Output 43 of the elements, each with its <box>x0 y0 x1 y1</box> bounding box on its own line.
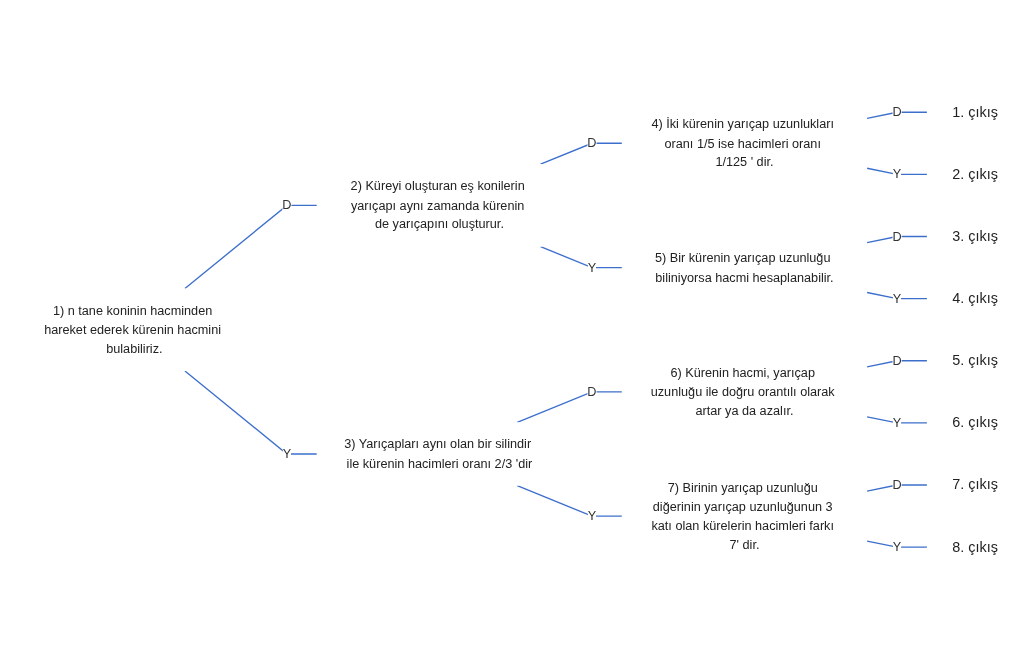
edge-label: D <box>587 135 597 151</box>
edge-label: Y <box>587 260 597 275</box>
connector <box>866 167 928 176</box>
node-text: 1. çıkış <box>952 104 998 121</box>
node-text: 7. çıkış <box>952 477 998 494</box>
connector <box>539 142 623 166</box>
edge-label: D <box>892 228 902 244</box>
edge-label: D <box>892 353 902 368</box>
node-text: 3) Yarıçapları aynı olan bir silindir ile kürenin hacimleri oranı 2/3 'dir <box>344 436 533 471</box>
node-text: 6. çıkış <box>952 414 998 432</box>
node-text: 6) Kürenin hacmi, yarıçap uzunluğu ile doğru orantılı olarak artar ya da azalır. <box>650 365 835 418</box>
node-text: 5) Bir kürenin yarıçap uzunluğu biliniyorsa hacmi hesaplanabilir. <box>654 250 834 284</box>
node-text: 4. çıkış <box>952 290 998 307</box>
node-text: 8. çıkış <box>952 539 998 556</box>
connector <box>866 540 928 549</box>
connector <box>866 416 928 424</box>
edge-label: Y <box>892 291 902 306</box>
edge-label: Y <box>892 415 902 430</box>
connector <box>516 485 623 518</box>
node-text: 7) Birinin yarıçap uzunluğu diğerinin yarıçap uzunluğunun 3 katı olan kürelerin hacimleri farkı 7' dir. <box>651 480 834 552</box>
connector <box>866 111 928 120</box>
node-text: 2) Küreyi oluşturan eş konilerin yarıçapı aynı zamanda kürenin de yarıçapını oluşturur. <box>350 178 525 232</box>
edge-label: D <box>892 477 902 492</box>
connector <box>516 391 623 424</box>
connector <box>866 292 928 300</box>
node-text: 1) n tane koninin hacminden hareket ederek kürenin hacmini bulabiliriz. <box>44 303 222 356</box>
edge-label: Y <box>892 166 902 182</box>
edge-label: Y <box>587 508 597 523</box>
connector <box>184 370 318 455</box>
node-text: 5. çıkış <box>952 352 998 369</box>
connector <box>539 246 623 269</box>
connector <box>866 360 928 368</box>
connector <box>866 484 928 493</box>
edge-label: D <box>282 197 292 213</box>
edge-label: Y <box>892 539 902 555</box>
connector <box>184 205 318 290</box>
connector <box>866 236 928 244</box>
edge-label: Y <box>282 446 292 461</box>
node-text: 2. çıkış <box>952 166 998 183</box>
node-text: 3. çıkış <box>952 228 998 245</box>
edge-label: D <box>587 384 597 399</box>
edge-label: D <box>892 104 902 120</box>
node-text: 4) İki kürenin yarıçap uzunlukları oranı 1/5 ise hacimleri oranı 1/125 ' dir. <box>651 116 834 170</box>
